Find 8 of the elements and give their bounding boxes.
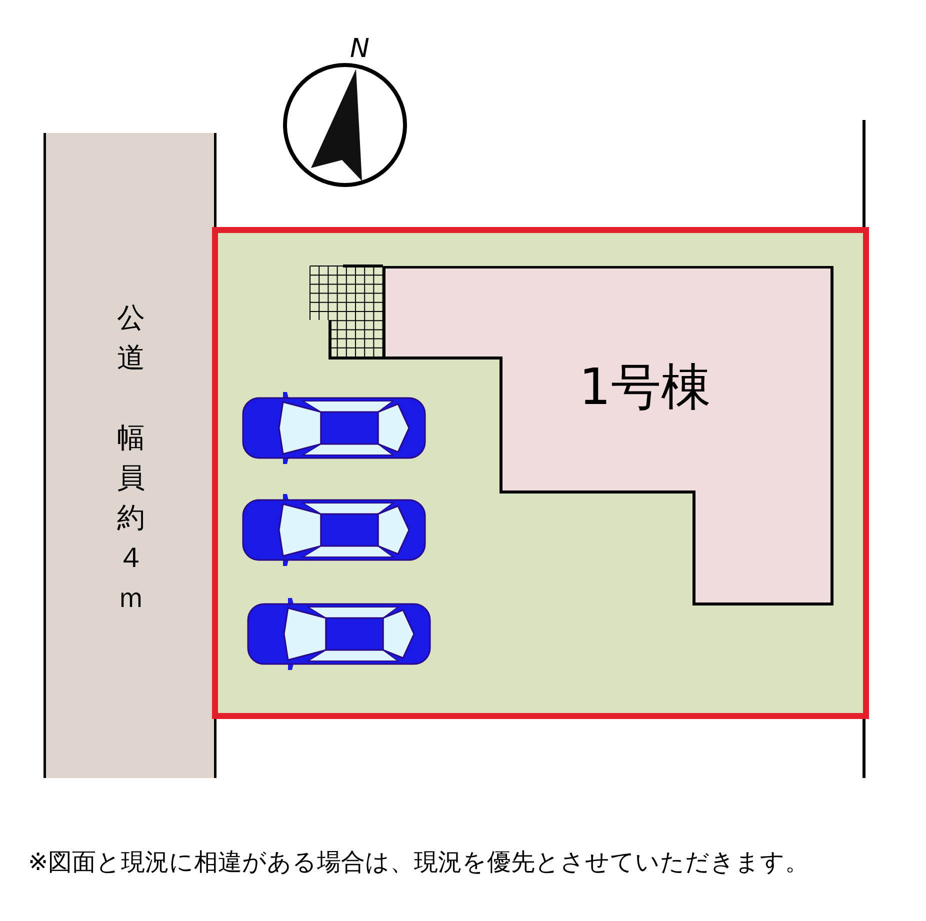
road-band	[46, 133, 214, 778]
building-outline	[383, 266, 834, 606]
north-label: N	[350, 34, 370, 64]
building-label: 1号棟	[579, 357, 711, 418]
road-label: 公道	[116, 300, 146, 376]
caption-note: ※図面と現況に相違がある場合は、現況を優先とさせていただきます。	[28, 847, 810, 878]
road-label: 幅員約４ｍ	[116, 420, 146, 616]
lot-outline	[212, 227, 869, 719]
